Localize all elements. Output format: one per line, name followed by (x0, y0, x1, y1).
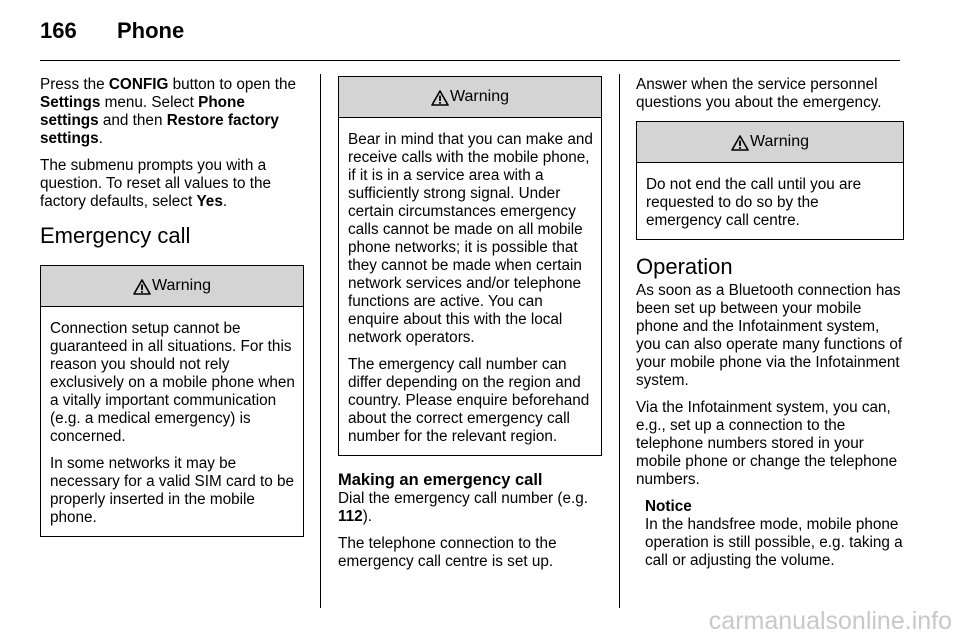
warning-text: The emergency call number can differ dep… (348, 356, 590, 445)
submenu-text: The submenu prompts you with a question.… (40, 157, 272, 210)
notice-title: Notice (645, 498, 692, 515)
subsection-heading-making-emergency-call: Making an emergency call (338, 471, 543, 489)
warning-triangle-icon (133, 279, 151, 295)
watermark: carmanualsonline.info (708, 607, 952, 635)
warning-header: Warning (339, 77, 601, 118)
page-number: 166 (40, 18, 77, 43)
warning-title: Warning (152, 277, 211, 294)
intro-text: . (98, 130, 103, 147)
dial-text: Dial the emergency call number (e.g. (338, 490, 588, 507)
section-heading-operation: Operation (636, 254, 733, 279)
operation-paragraph: As soon as a Bluetooth connection has be… (636, 282, 903, 389)
intro-text: Press the (40, 76, 109, 93)
warning-title: Warning (750, 133, 809, 150)
connection-paragraph: The telephone connection to the emergenc… (338, 535, 557, 570)
intro-text: button to open the (168, 76, 296, 93)
config-button-label: CONFIG (108, 76, 169, 93)
section-heading-emergency-call: Emergency call (40, 223, 191, 248)
column-divider-2 (619, 74, 620, 608)
notice-box: Notice In the handsfree mode, mobile pho… (645, 498, 904, 570)
intro-text: menu. Select (100, 94, 199, 111)
column-divider-1 (320, 74, 321, 608)
warning-text: In some networks it may be necessary for… (50, 455, 295, 526)
warning-box: Warning Connection setup cannot be guara… (40, 265, 304, 537)
middle-column: Warning Bear in mind that you can make a… (338, 76, 602, 580)
settings-menu-label: Settings (40, 94, 101, 111)
warning-header: Warning (637, 122, 903, 163)
yes-option-label: Yes (196, 193, 223, 210)
operation-paragraph: Via the Infotainment system, you can, e.… (636, 399, 898, 488)
left-column: Press the CONFIG button to open the Sett… (40, 76, 304, 547)
intro-text: and then (98, 112, 167, 129)
dial-text: ). (362, 508, 373, 525)
notice-text: In the handsfree mode, mobile phone oper… (645, 516, 903, 569)
warning-box: Warning Bear in mind that you can make a… (338, 76, 602, 456)
right-column: Answer when the service personnel questi… (636, 76, 904, 570)
warning-title: Warning (450, 88, 509, 105)
warning-triangle-icon (731, 135, 749, 151)
warning-header: Warning (41, 266, 303, 307)
emergency-number: 112 (338, 508, 363, 525)
warning-text: Connection setup cannot be guaranteed in… (50, 320, 295, 445)
dial-paragraph: Dial the emergency call number (e.g. 112… (338, 490, 602, 526)
warning-body: Connection setup cannot be guaranteed in… (41, 307, 303, 536)
answer-paragraph: Answer when the service personnel questi… (636, 76, 882, 111)
phone-settings-label: Phone settings (40, 94, 245, 129)
warning-body: Bear in mind that you can make and recei… (339, 118, 601, 455)
header-divider (40, 60, 900, 61)
submenu-text: . (222, 193, 228, 210)
warning-triangle-icon (431, 90, 449, 106)
warning-box: Warning Do not end the call until you ar… (636, 121, 904, 240)
restore-factory-settings-label: Restore factory settings (40, 112, 279, 147)
page-title: Phone (117, 18, 185, 43)
warning-text: Bear in mind that you can make and recei… (348, 131, 593, 346)
submenu-paragraph: The submenu prompts you with a question.… (40, 157, 304, 211)
intro-paragraph: Press the CONFIG button to open the Sett… (40, 76, 304, 148)
warning-text: Do not end the call until you are reques… (646, 176, 862, 229)
warning-body: Do not end the call until you are reques… (637, 163, 903, 239)
